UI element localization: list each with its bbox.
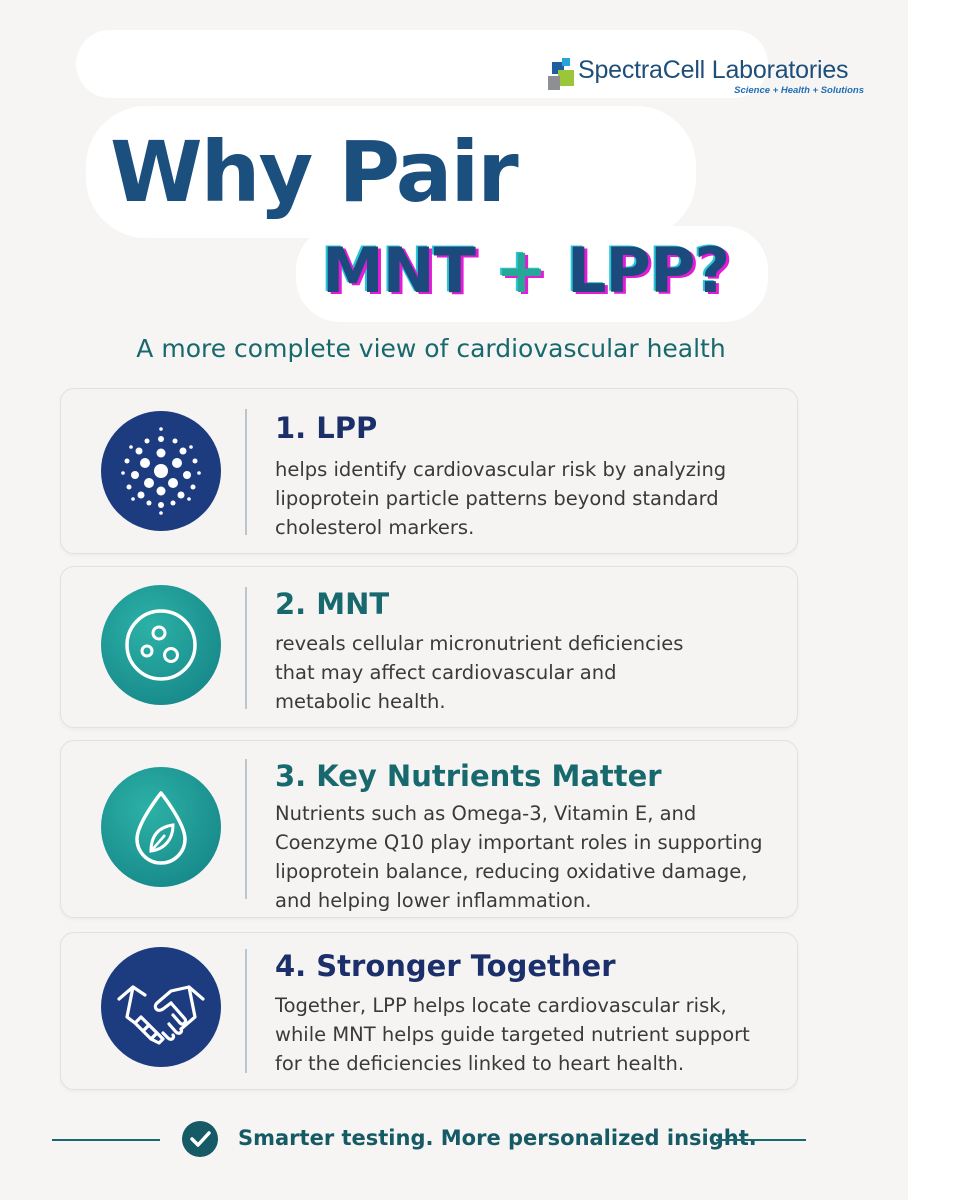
handshake-icon — [101, 947, 221, 1067]
page-edge — [908, 0, 960, 1200]
card-body-line: lipoprotein balance, reducing oxidative … — [275, 860, 748, 883]
card-title: 1. LPP — [275, 411, 378, 445]
card-body: Together, LPP helps locate cardiovascula… — [275, 991, 750, 1078]
card-body-line: Together, LPP helps locate cardiovascula… — [275, 994, 727, 1017]
card-body-line: Nutrients such as Omega-3, Vitamin E, an… — [275, 802, 697, 825]
card-body-line: helps identify cardiovascular risk by an… — [275, 458, 727, 481]
card-divider — [245, 587, 247, 709]
card-body: helps identify cardiovascular risk by an… — [275, 455, 726, 542]
footer-rule-right — [716, 1139, 806, 1141]
logo-mark — [548, 58, 574, 90]
headline-plus: + — [495, 234, 547, 307]
brand-name: SpectraCell Laboratories — [578, 56, 849, 84]
subtitle: A more complete view of cardiovascular h… — [136, 334, 726, 363]
brand-logo: SpectraCell Laboratories Science + Healt… — [548, 52, 868, 98]
footer-rule-left — [52, 1139, 160, 1141]
title-backdrop-2 — [296, 226, 768, 322]
card-body: reveals cellular micronutrient deficienc… — [275, 629, 683, 716]
card-key-nutrients: 3. Key Nutrients Matter Nutrients such a… — [60, 740, 798, 918]
header-backdrop — [76, 30, 768, 98]
headline-mnt: MNT — [322, 234, 476, 307]
check-circle-icon — [182, 1121, 218, 1157]
droplet-leaf-icon — [101, 767, 221, 887]
card-body-line: reveals cellular micronutrient deficienc… — [275, 632, 684, 655]
card-body: Nutrients such as Omega-3, Vitamin E, an… — [275, 799, 763, 915]
headline-lpp: LPP? — [567, 234, 730, 307]
card-title: 3. Key Nutrients Matter — [275, 759, 662, 793]
card-divider — [245, 409, 247, 535]
brand-tagline: Science + Health + Solutions — [734, 85, 864, 96]
card-divider — [245, 949, 247, 1073]
headline-line-2: MNT + LPP? — [322, 240, 730, 302]
card-body-line: that may affect cardiovascular and — [275, 661, 617, 684]
card-body-line: Coenzyme Q10 play important roles in sup… — [275, 831, 763, 854]
card-body-line: cholesterol markers. — [275, 516, 475, 539]
title-backdrop — [86, 106, 696, 238]
card-lpp: 1. LPP helps identify cardiovascular ris… — [60, 388, 798, 554]
card-body-line: while MNT helps guide targeted nutrient … — [275, 1023, 750, 1046]
card-body-line: and helping lower inflammation. — [275, 889, 592, 912]
headline-line-1: Why Pair — [110, 123, 519, 221]
card-body-line: metabolic health. — [275, 690, 446, 713]
footer-tagline: Smarter testing. More personalized insig… — [238, 1126, 757, 1150]
cell-icon — [101, 585, 221, 705]
card-title: 4. Stronger Together — [275, 949, 616, 983]
card-mnt: 2. MNT reveals cellular micronutrient de… — [60, 566, 798, 728]
card-title: 2. MNT — [275, 587, 390, 621]
particle-cluster-icon — [101, 411, 221, 531]
card-divider — [245, 759, 247, 899]
card-body-line: for the deficiencies linked to heart hea… — [275, 1052, 685, 1075]
card-body-line: lipoprotein particle patterns beyond sta… — [275, 487, 719, 510]
card-stronger-together: 4. Stronger Together Together, LPP helps… — [60, 932, 798, 1090]
